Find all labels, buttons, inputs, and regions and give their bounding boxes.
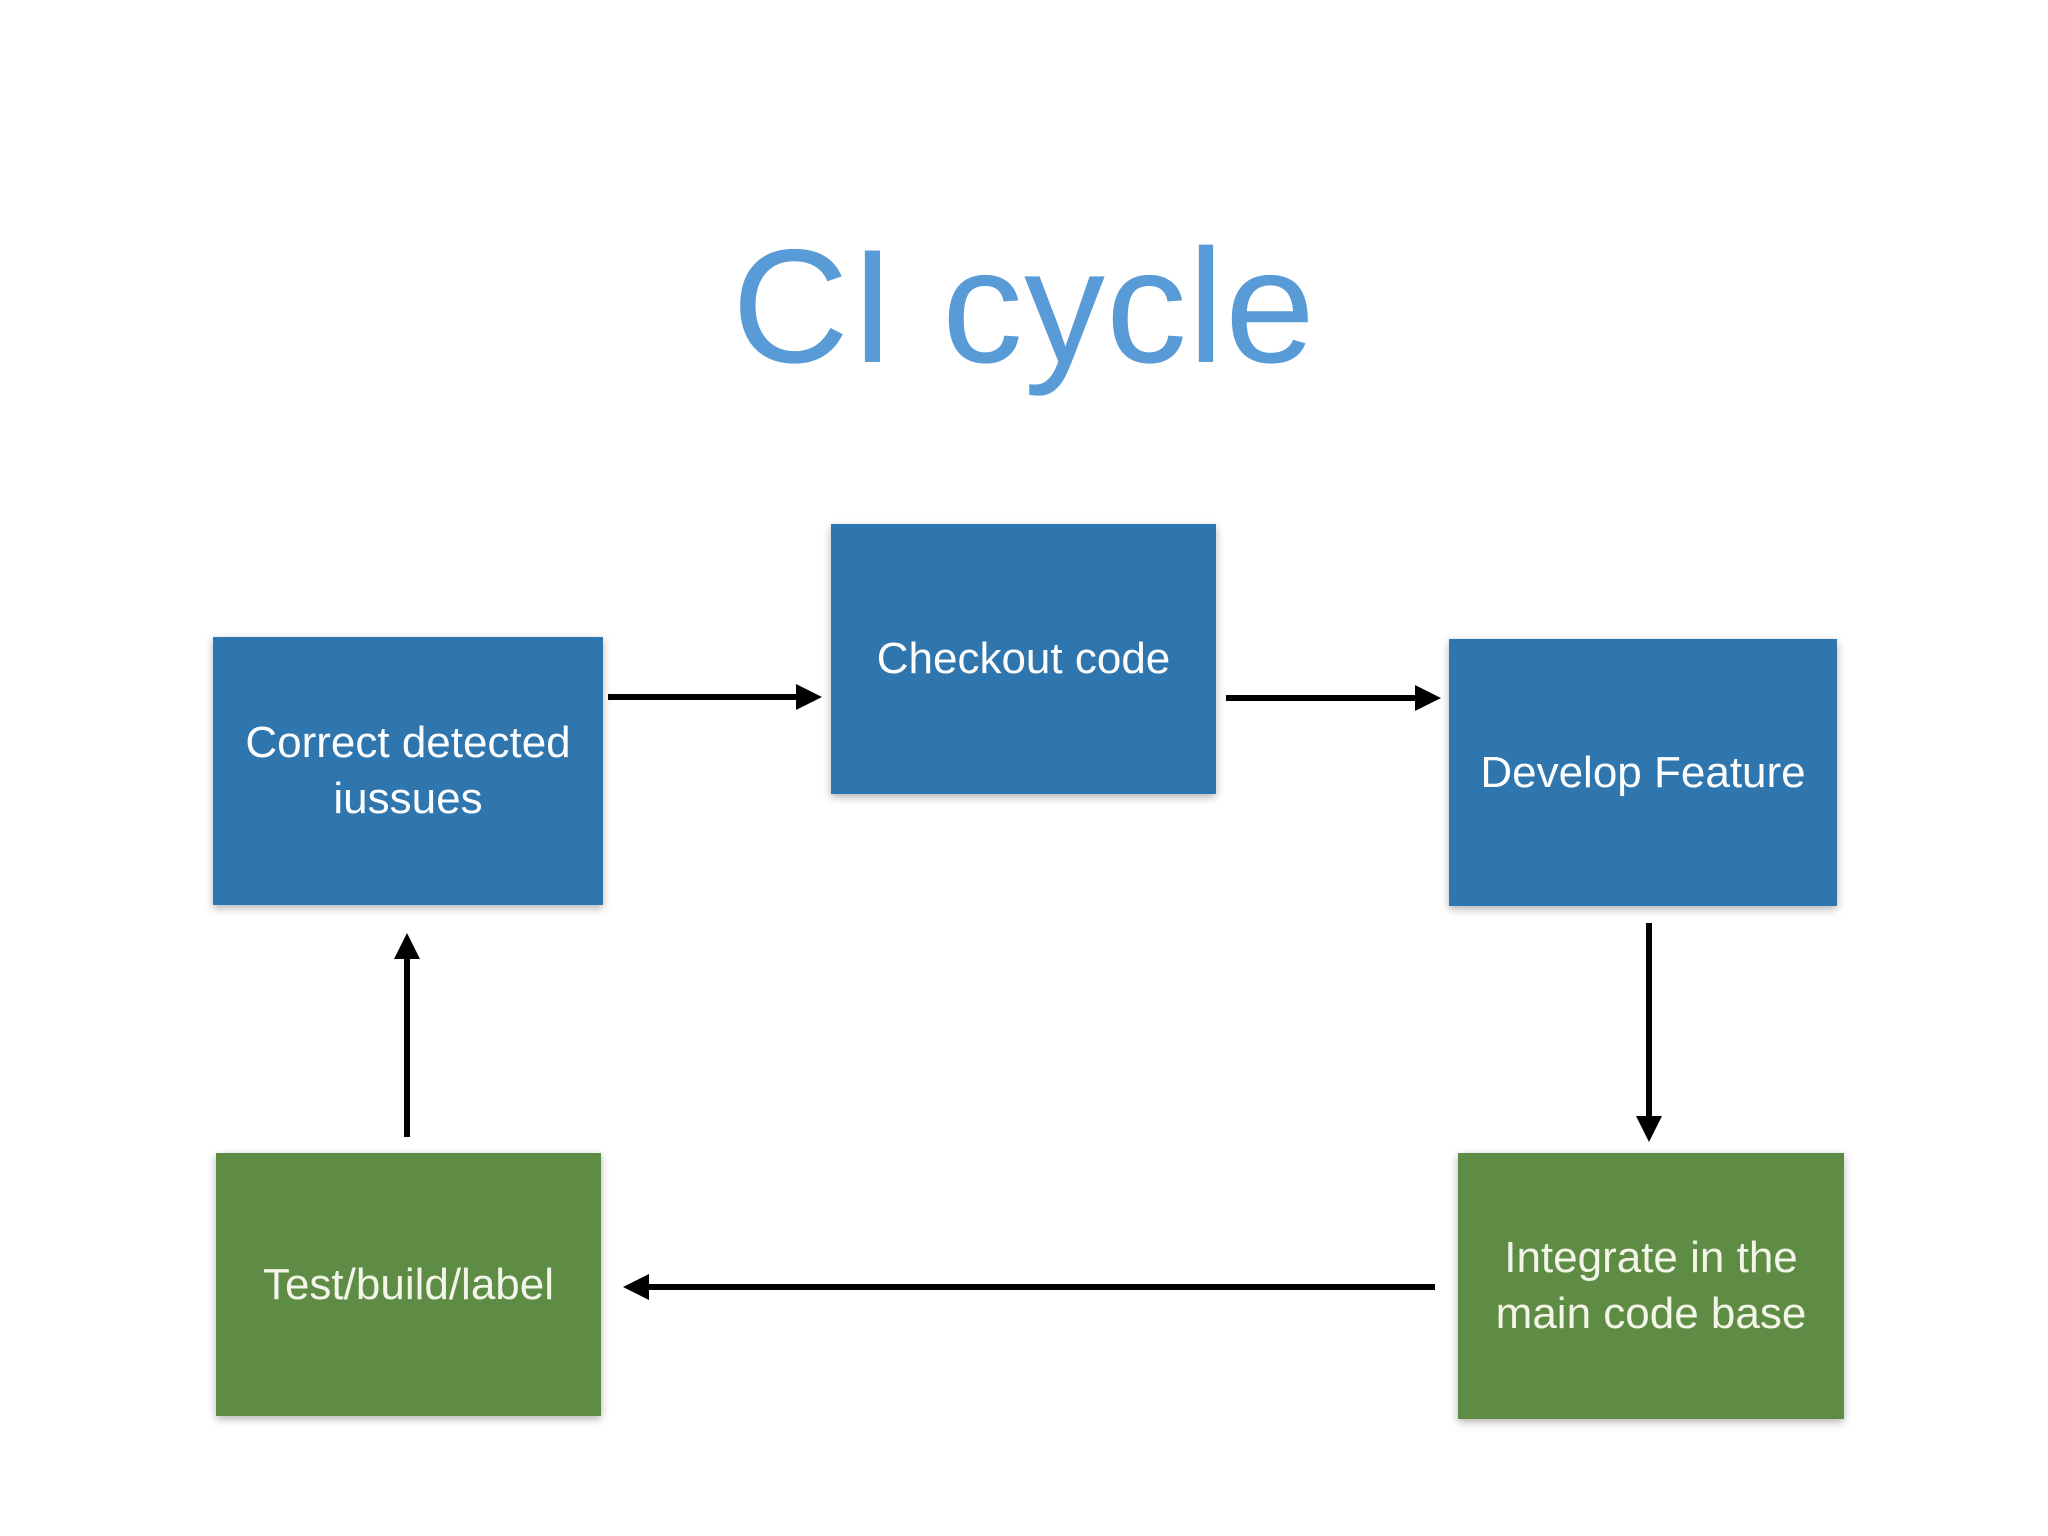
page-title: CI cycle bbox=[731, 216, 1317, 397]
arrow-develop-to-integrate bbox=[1632, 923, 1666, 1142]
arrow-shaft bbox=[404, 953, 410, 1137]
arrow-shaft bbox=[608, 694, 802, 700]
node-label: Checkout code bbox=[876, 634, 1171, 684]
arrow-integrate-to-test bbox=[623, 1270, 1435, 1304]
node-label: Test/build/label bbox=[262, 1259, 555, 1309]
arrow-head-icon bbox=[1415, 685, 1441, 711]
arrow-head-icon bbox=[796, 684, 822, 710]
node-develop-feature: Develop Feature bbox=[1449, 639, 1837, 906]
arrow-checkout-to-develop bbox=[1226, 681, 1441, 715]
arrow-correct-to-checkout bbox=[608, 680, 822, 714]
arrow-head-icon bbox=[1636, 1116, 1662, 1142]
node-integrate-main-code-base: Integrate in the main code base bbox=[1458, 1153, 1844, 1419]
node-test-build-label: Test/build/label bbox=[216, 1153, 601, 1416]
arrow-head-icon bbox=[623, 1274, 649, 1300]
arrow-test-to-correct bbox=[390, 933, 424, 1137]
node-label: Develop Feature bbox=[1480, 747, 1806, 797]
node-label: Correct detected iussues bbox=[245, 718, 571, 823]
node-correct-detected-issues: Correct detected iussues bbox=[213, 637, 603, 905]
arrow-shaft bbox=[1226, 695, 1421, 701]
arrow-head-icon bbox=[394, 933, 420, 959]
arrow-shaft bbox=[643, 1284, 1435, 1290]
arrow-shaft bbox=[1646, 923, 1652, 1122]
node-checkout-code: Checkout code bbox=[831, 524, 1216, 794]
node-label: Integrate in the main code base bbox=[1495, 1233, 1807, 1338]
